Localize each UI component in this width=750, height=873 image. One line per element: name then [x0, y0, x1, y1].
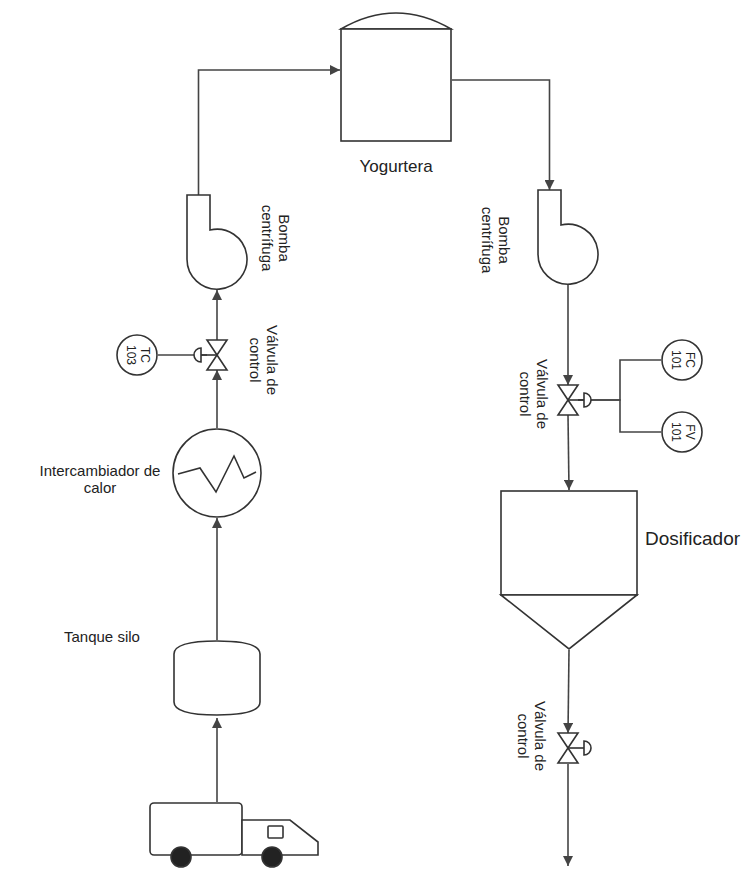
- instrument-tag: TC 103: [123, 340, 151, 370]
- signal-line: [578, 400, 661, 432]
- signal-line: [578, 360, 661, 400]
- flow-line: [216, 290, 218, 340]
- centrifugal-pump: Bomba centrífuga: [185, 195, 247, 290]
- tank-label: Tanque silo: [64, 628, 140, 645]
- instrument-circle: FV 101: [661, 411, 703, 453]
- hopper-label: Dosificador: [645, 528, 740, 550]
- control-valve: Válvula de control: [558, 733, 578, 763]
- valve-label: Válvula de control: [247, 318, 282, 402]
- silo-tank: Tanque silo: [173, 640, 261, 716]
- dosing-hopper: Dosificador: [500, 490, 638, 650]
- control-valve-outline: [558, 385, 578, 415]
- valve-label: Válvula de control: [515, 694, 550, 778]
- flow-line: [216, 370, 218, 428]
- heat-exchanger-outline: [172, 428, 262, 518]
- yogurt-tank-outline: [340, 5, 452, 142]
- centrifugal-pump-outline: [536, 190, 598, 285]
- control-valve: Válvula de control: [558, 385, 578, 415]
- control-valve-outline: [207, 340, 227, 370]
- instrument-circle: TC 103: [116, 334, 158, 376]
- centrifugal-pump: Bomba centrífuga: [536, 190, 598, 285]
- flow-line: [452, 80, 550, 190]
- flow-line: [568, 415, 569, 490]
- exchanger-label: Intercambiador de calor: [30, 462, 170, 497]
- silo-tank-outline: [173, 640, 261, 716]
- instrument-circle: FC 101: [661, 339, 703, 381]
- control-valve-outline: [558, 733, 578, 763]
- flow-line: [216, 518, 218, 640]
- pump-label: Bomba centrífuga: [479, 198, 514, 282]
- outlet-arrow: [567, 764, 569, 866]
- pump-label: Bomba centrífuga: [259, 196, 294, 280]
- truck-icon: [150, 803, 318, 867]
- tank-label: Yogurtera: [360, 157, 433, 177]
- flow-line: [567, 285, 569, 385]
- heat-exchanger: Intercambiador de calor: [172, 428, 262, 518]
- centrifugal-pump-outline: [185, 195, 247, 290]
- instrument-tag: FV 101: [668, 417, 696, 447]
- flow-line: [199, 70, 341, 195]
- control-valve: Válvula de control: [207, 340, 227, 370]
- instrument-tag: FC 101: [668, 345, 696, 375]
- feed-arrow: [216, 718, 218, 802]
- dosing-hopper-outline: [500, 490, 638, 650]
- yogurt-tank: Yogurtera: [340, 5, 452, 142]
- valve-label: Válvula de control: [517, 352, 552, 436]
- flow-line: [568, 650, 569, 733]
